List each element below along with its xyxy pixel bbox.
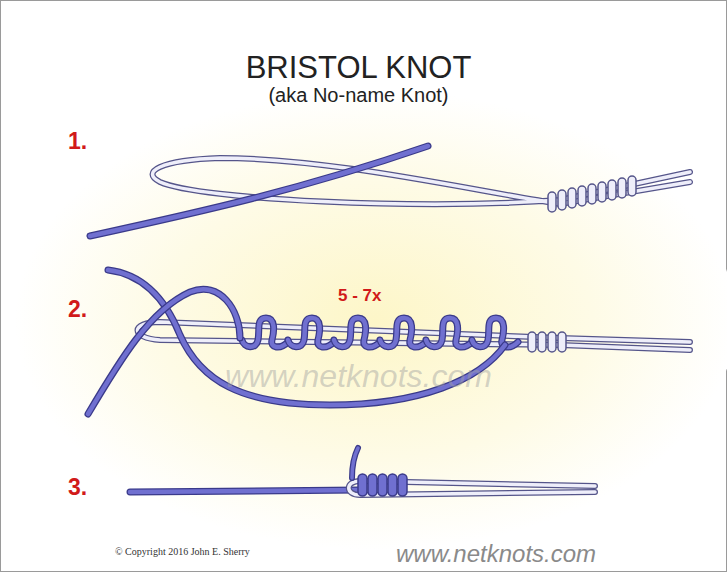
coil-stroke: [334, 318, 380, 347]
step1-knot-wraps: [548, 176, 636, 212]
coil-stroke: [334, 318, 380, 347]
coil-stroke: [380, 318, 426, 347]
copyright: © Copyright 2016 John E. Sherry: [115, 546, 250, 557]
step-number: 1.: [68, 128, 87, 155]
coil-stroke: [288, 318, 334, 347]
wrap-count: 5 - 7x: [338, 286, 381, 306]
background-glow: [15, 90, 727, 550]
coil-stroke: [380, 318, 426, 347]
coil-stroke: [426, 318, 472, 347]
step3-finished-knot: [130, 448, 595, 495]
coil-stroke: [426, 318, 472, 347]
step2-tippet-coils: [242, 318, 518, 347]
step-number: 3.: [68, 474, 87, 501]
coil-stroke: [472, 318, 518, 347]
watermark: www.netknots.com: [0, 358, 722, 395]
coil-stroke: [472, 318, 518, 347]
step2-knot-wraps: [528, 332, 566, 352]
coil-stroke: [288, 318, 334, 347]
title: BRISTOL KNOT: [0, 50, 722, 86]
website: www.netknots.com: [396, 540, 596, 568]
step1-tippet-line: [90, 146, 428, 236]
step3-knot-wraps: [358, 474, 407, 496]
subtitle: (aka No-name Knot): [0, 84, 722, 107]
coil-stroke: [242, 318, 288, 347]
coil-stroke: [242, 318, 288, 347]
step-number: 2.: [68, 296, 87, 323]
step1-leader-loop: [153, 158, 691, 204]
